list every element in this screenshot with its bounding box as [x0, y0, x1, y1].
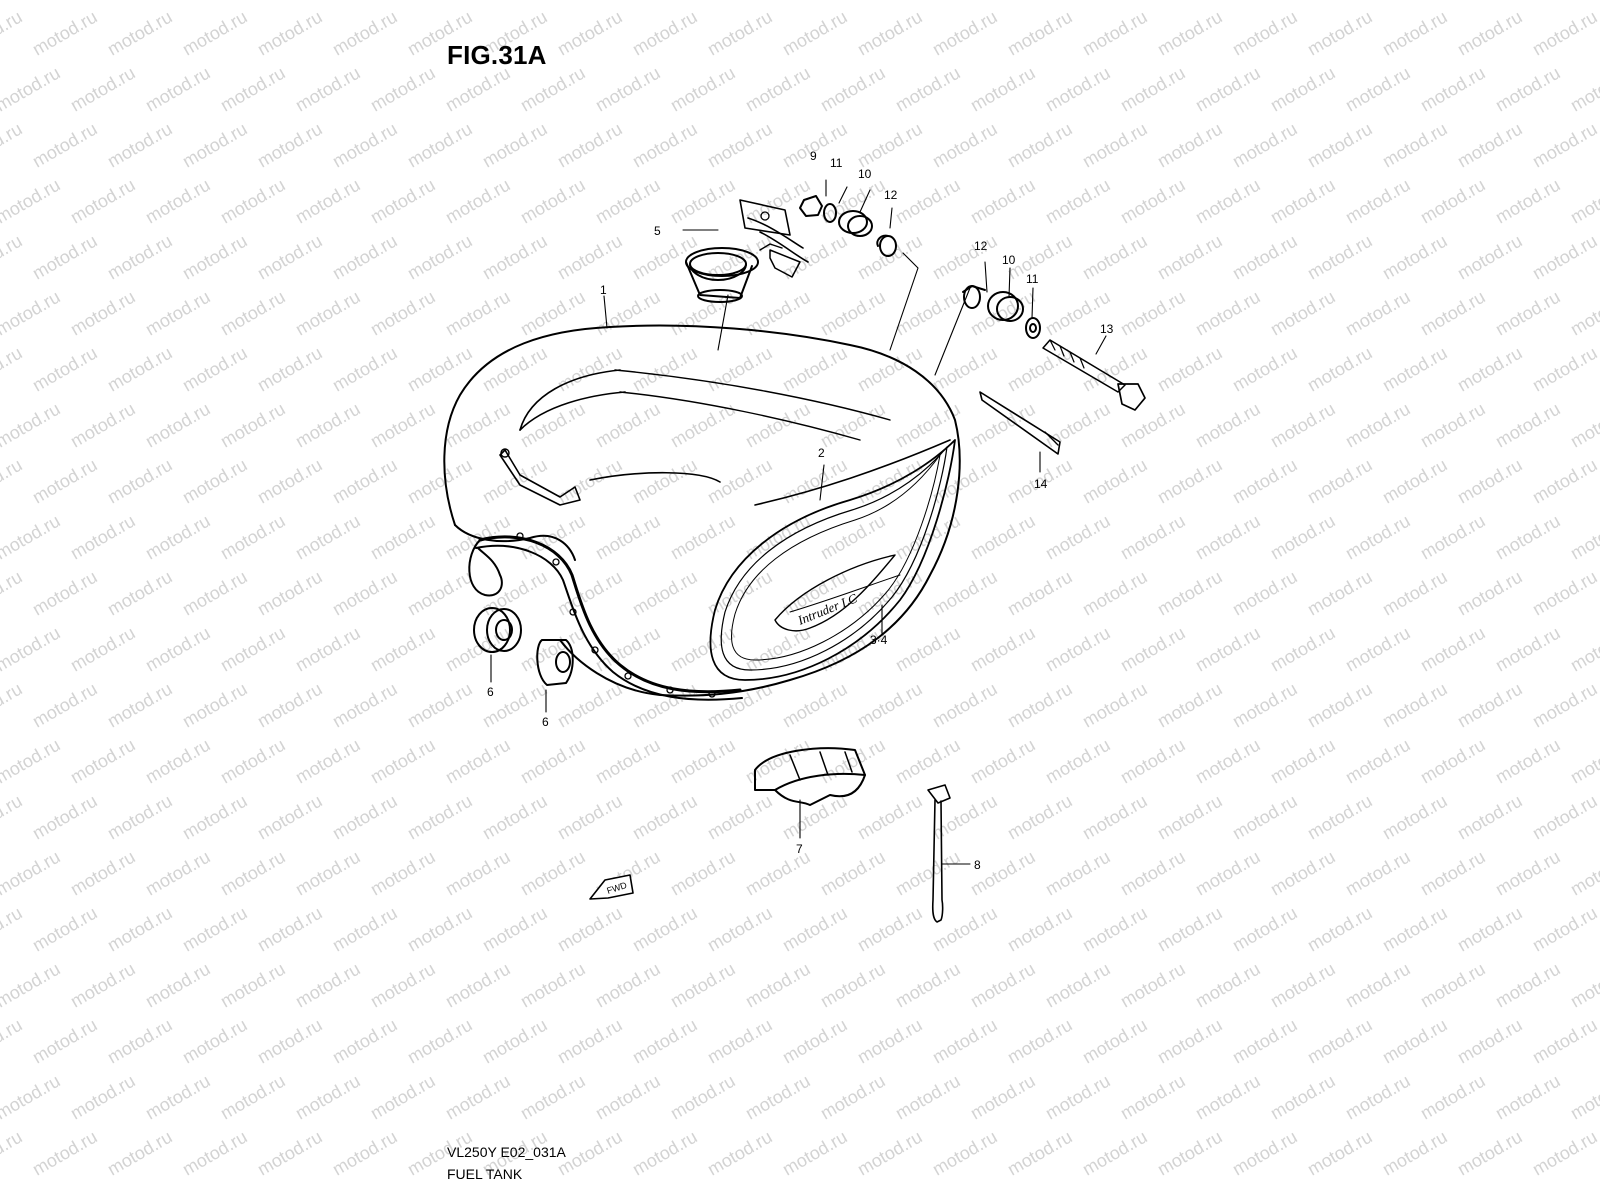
- figure-code: VL250Y E02_031A: [447, 1144, 566, 1160]
- rear-mount-parts-b: [962, 285, 1041, 339]
- callout-12-b: 12: [974, 239, 988, 253]
- front-cushion-b: [536, 639, 574, 686]
- callout-2: 2: [818, 446, 825, 460]
- callout-3-4: 3·4: [870, 633, 888, 647]
- mount-bolt: [1042, 339, 1146, 411]
- forward-arrow: FWD: [589, 874, 634, 900]
- fuel-cap: [685, 199, 809, 303]
- tank-rear-cushion: [754, 747, 866, 806]
- figure-title: FIG.31A: [447, 40, 547, 70]
- callout-8: 8: [974, 858, 981, 872]
- callout-14: 14: [1034, 477, 1048, 491]
- callout-10-b: 10: [1002, 253, 1016, 267]
- rear-mount-parts-a: [799, 195, 897, 257]
- front-cushion-a: [473, 607, 522, 653]
- leader-lines: [490, 179, 1107, 865]
- cable-tie: [927, 784, 951, 923]
- callout-11-b: 11: [1026, 272, 1039, 286]
- callout-10-a: 10: [858, 167, 872, 181]
- callout-1: 1: [600, 283, 607, 297]
- callout-7: 7: [796, 842, 803, 856]
- callout-6-b: 6: [542, 715, 549, 729]
- emblem-text: Intruder LC: [795, 590, 860, 628]
- callout-6-a: 6: [487, 685, 494, 699]
- callout-11-a: 11: [830, 156, 843, 170]
- callouts: 1 2 3·4 5 6 6 7 8 9 11 10 12 12 10 11 13…: [487, 149, 1114, 872]
- callout-9: 9: [810, 149, 817, 163]
- callout-13: 13: [1100, 322, 1114, 336]
- callout-12-a: 12: [884, 188, 898, 202]
- callout-5: 5: [654, 224, 661, 238]
- tank-strip: [979, 391, 1061, 455]
- figure-caption: FUEL TANK: [447, 1166, 523, 1182]
